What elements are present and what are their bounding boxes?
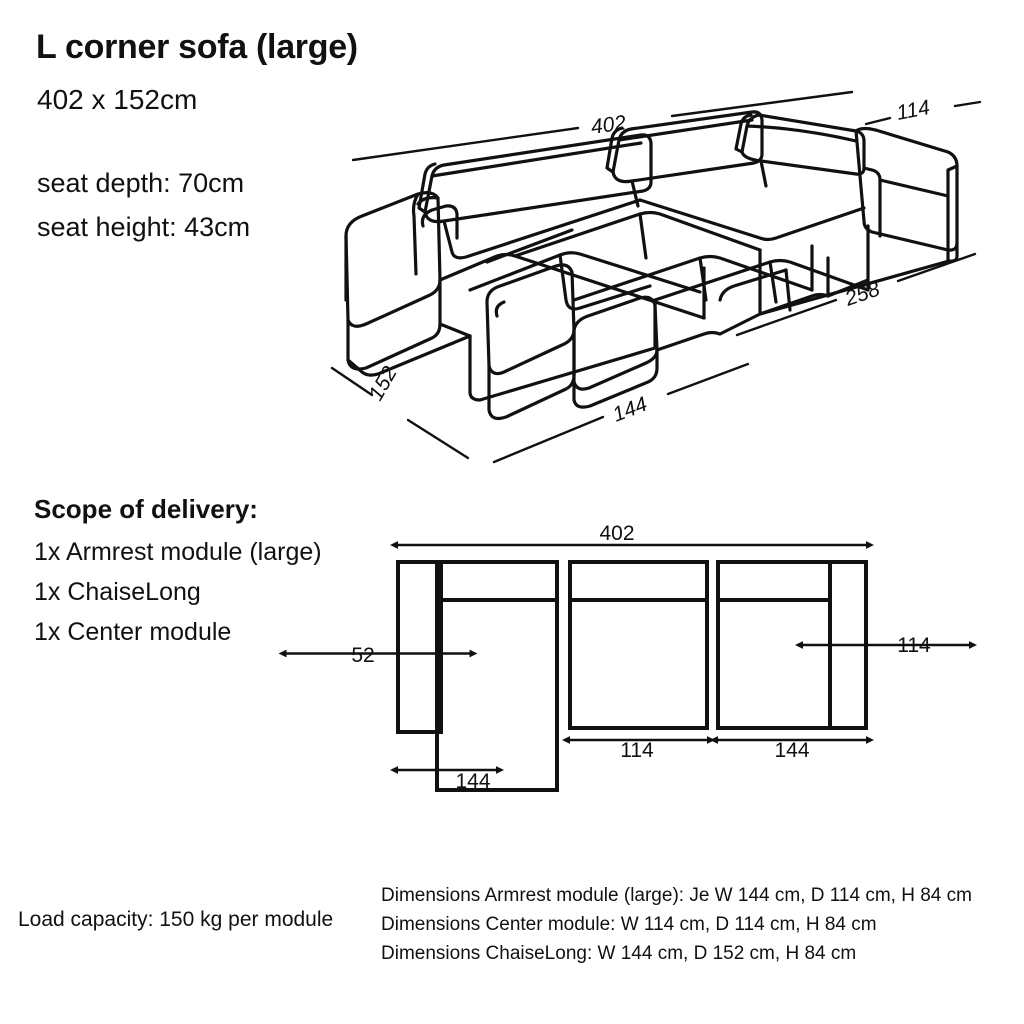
dim-label-144-perspective: 144 <box>610 393 651 427</box>
dim-label-402-plan: 402 <box>599 522 634 545</box>
page-title: L corner sofa (large) <box>36 28 358 66</box>
dim-label-114-depth-plan: 114 <box>897 634 931 657</box>
dim-label-402-perspective: 402 <box>589 111 627 139</box>
seat-depth-label: seat depth: 70cm <box>37 168 245 198</box>
list-item: 1x Armrest module (large) <box>34 538 322 566</box>
dim-label-114-center-plan: 114 <box>620 739 654 762</box>
dim-label-144-armrest-plan: 144 <box>774 739 809 762</box>
dim-label-52-plan: 52 <box>351 644 374 667</box>
plan-dimension-labels: 402 52 114 144 114 144 <box>351 522 931 793</box>
perspective-dimension-labels: 402 114 258 152 144 <box>364 96 931 427</box>
module-dimensions-block: Dimensions Armrest module (large): Je W … <box>381 881 972 968</box>
dim-label-144-chaise-plan: 144 <box>455 770 490 793</box>
seat-height-label: seat height: 43cm <box>37 212 251 242</box>
list-item: 1x ChaiseLong <box>34 578 201 606</box>
scope-of-delivery-heading: Scope of delivery: <box>34 494 258 524</box>
load-capacity-label: Load capacity: 150 kg per module <box>18 908 334 931</box>
dimension-line-armrest: Dimensions Armrest module (large): Je W … <box>381 885 972 906</box>
dimension-line-center: Dimensions Center module: W 114 cm, D 11… <box>381 914 877 935</box>
dim-label-152-perspective: 152 <box>364 362 402 404</box>
scope-of-delivery-list: 1x Armrest module (large) 1x ChaiseLong … <box>34 532 322 652</box>
dim-label-114-perspective: 114 <box>895 96 932 125</box>
overall-dimensions-label: 402 x 152cm <box>37 84 198 115</box>
dimension-line-chaiselong: Dimensions ChaiseLong: W 144 cm, D 152 c… <box>381 943 857 964</box>
list-item: 1x Center module <box>34 618 232 646</box>
dim-label-258-perspective: 258 <box>841 277 883 311</box>
